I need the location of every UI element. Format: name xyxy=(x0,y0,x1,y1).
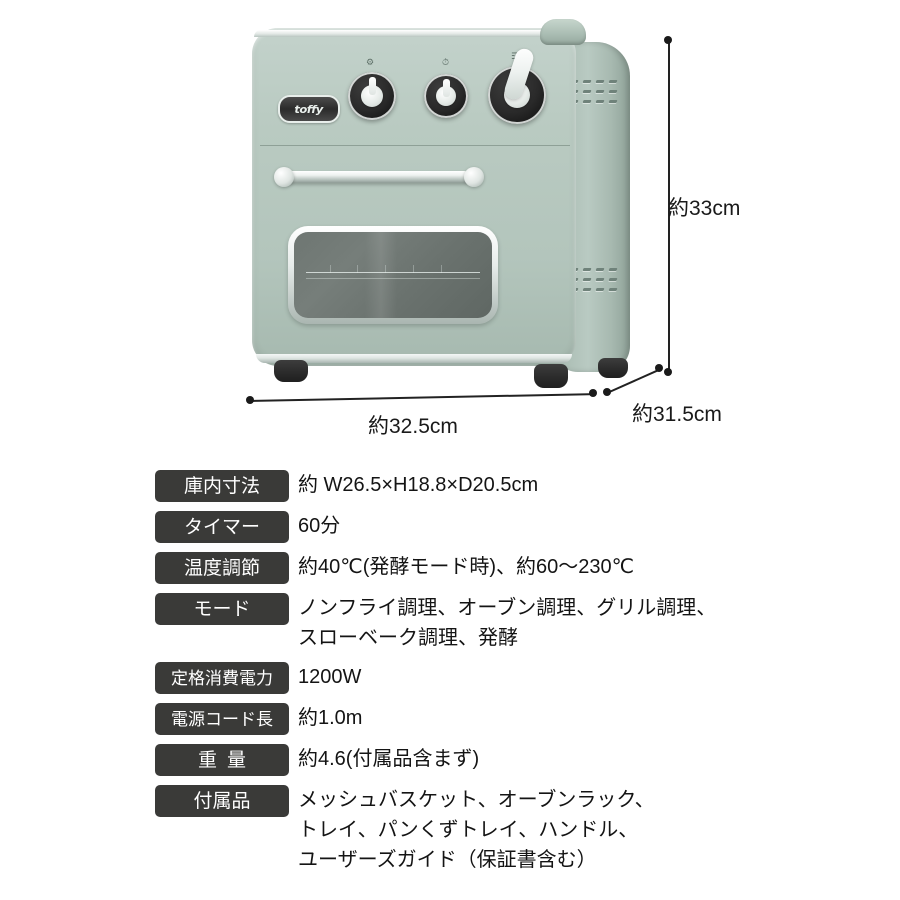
oven-rack-shadow xyxy=(305,278,481,280)
spec-row: 付属品メッシュバスケット、オーブンラック、 トレイ、パンくずトレイ、ハンドル、 … xyxy=(155,785,855,875)
door-handle-mount-right xyxy=(464,167,484,187)
vent-slot xyxy=(608,278,618,281)
glass-reflection xyxy=(365,232,397,318)
spec-label-badge: 庫内寸法 xyxy=(155,470,289,502)
vent-slot xyxy=(582,100,592,103)
spec-value: ノンフライ調理、オーブン調理、グリル調理、 スローベーク調理、発酵 xyxy=(298,597,717,649)
spec-row: 庫内寸法約 W26.5×H18.8×D20.5cm xyxy=(155,470,855,502)
oven-door-window-bezel xyxy=(288,226,498,324)
vent-slot xyxy=(582,278,592,281)
vent-slot xyxy=(595,278,605,281)
depth-dimension-label: 約31.5cm xyxy=(632,403,722,426)
vent-group-bottom xyxy=(569,268,618,291)
height-dimension-line xyxy=(668,40,670,372)
rack-wire xyxy=(412,264,414,274)
oven-rack-line xyxy=(305,271,481,273)
spec-value: 60分 xyxy=(298,515,341,537)
vent-slot xyxy=(595,90,605,93)
vent-slot xyxy=(608,90,618,93)
rack-wire xyxy=(440,264,442,274)
oven-door-glass xyxy=(294,232,492,318)
width-dimension-endpoint-right xyxy=(589,389,597,397)
spec-value: 約40℃(発酵モード時)、約60〜230℃ xyxy=(298,556,635,578)
height-dimension-endpoint-top xyxy=(664,36,672,44)
brand-logo-badge: toffy xyxy=(278,95,340,123)
rack-wire xyxy=(329,264,331,274)
knob-pointer xyxy=(442,79,450,97)
width-dimension-label: 約32.5cm xyxy=(368,415,458,438)
spec-row: モードノンフライ調理、オーブン調理、グリル調理、 スローベーク調理、発酵 xyxy=(155,593,855,653)
height-dimension-label: 約33cm xyxy=(668,197,741,220)
depth-dimension-endpoint-right xyxy=(655,364,663,372)
vent-group-top xyxy=(569,80,618,103)
spec-label-badge: 定格消費電力 xyxy=(155,662,289,694)
width-dimension-line xyxy=(249,393,595,402)
spec-value: 1200W xyxy=(298,666,362,688)
spec-row: 定格消費電力 1200W xyxy=(155,662,855,694)
vent-slot xyxy=(608,268,618,271)
spec-value: メッシュバスケット、オーブンラック、 トレイ、パンくずトレイ、ハンドル、 ユーザ… xyxy=(298,789,655,871)
rack-wire xyxy=(357,264,359,274)
toaster-oven-body: toffy ⚙ ⏱ ☲ xyxy=(252,19,652,388)
chrome-trim-top xyxy=(254,30,572,37)
door-handle-mount-left xyxy=(274,167,294,187)
spec-value: 約 W26.5×H18.8×D20.5cm xyxy=(298,474,539,496)
spec-row: 重量約4.6(付属品含まず) xyxy=(155,744,855,776)
spec-label-badge: 温度調節 xyxy=(155,552,289,584)
oven-foot-front-right xyxy=(534,364,568,388)
mode-knob[interactable] xyxy=(348,72,396,120)
top-cap-knob xyxy=(540,19,586,45)
door-handle[interactable] xyxy=(280,171,470,183)
vent-slot xyxy=(595,268,605,271)
spec-value: 約4.6(付属品含まず) xyxy=(298,748,480,770)
vent-slot xyxy=(595,80,605,83)
width-dimension-endpoint-left xyxy=(246,396,254,404)
power-dial-icon: ⚙ xyxy=(366,57,375,67)
knob-pointer xyxy=(368,77,376,95)
vent-slot xyxy=(595,100,605,103)
oven-front-face: toffy ⚙ ⏱ ☲ xyxy=(252,28,576,366)
oven-foot-front-left xyxy=(274,360,308,382)
vent-slot xyxy=(582,90,592,93)
spec-label-badge: モード xyxy=(155,593,289,625)
rack-wire xyxy=(385,264,387,274)
vent-slot xyxy=(582,80,592,83)
spec-label-badge: 付属品 xyxy=(155,785,289,817)
spec-label-badge: タイマー xyxy=(155,511,289,543)
vent-slot xyxy=(582,268,592,271)
spec-label-badge: 電源コード長 xyxy=(155,703,289,735)
spec-row: 温度調節約40℃(発酵モード時)、約60〜230℃ xyxy=(155,552,855,584)
spec-row: 電源コード長約1.0m xyxy=(155,703,855,735)
height-dimension-endpoint-bottom xyxy=(664,368,672,376)
vent-slot xyxy=(608,80,618,83)
spec-value: 約1.0m xyxy=(298,707,363,729)
timer-knob[interactable] xyxy=(424,74,468,118)
chrome-trim-bottom xyxy=(256,354,572,363)
spec-row: タイマー 60分 xyxy=(155,511,855,543)
oven-foot-rear-right xyxy=(598,358,628,378)
product-illustration: toffy ⚙ ⏱ ☲ xyxy=(246,19,741,438)
timer-icon: ⏱ xyxy=(442,57,450,67)
vent-slot xyxy=(608,100,618,103)
vent-slot xyxy=(608,288,618,291)
depth-dimension-endpoint-left xyxy=(603,388,611,396)
control-panel-divider xyxy=(260,145,570,146)
vent-slot xyxy=(595,288,605,291)
brand-logo-text: toffy xyxy=(294,102,324,116)
vent-slot xyxy=(582,288,592,291)
spec-label-badge: 重量 xyxy=(155,744,289,776)
